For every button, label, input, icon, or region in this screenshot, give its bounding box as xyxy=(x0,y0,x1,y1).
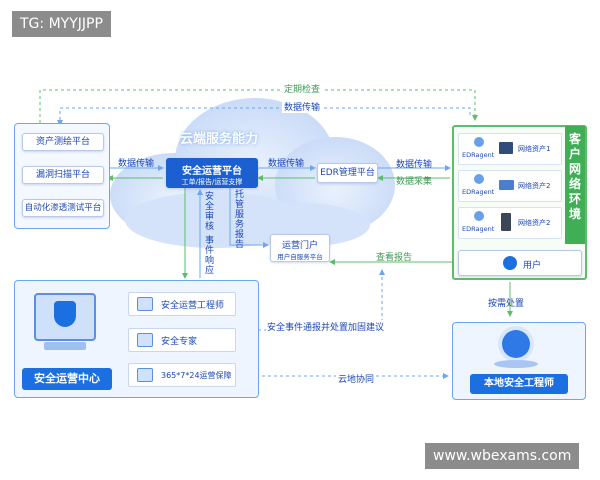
edge-event-response: 事件响应 xyxy=(205,236,215,276)
soc-title: 安全运营中心 xyxy=(22,368,112,390)
platform-title: 安全运营平台 xyxy=(182,166,242,177)
cloud-title: 云端服务能力 xyxy=(180,132,259,147)
cloud-shape xyxy=(110,98,395,248)
soc-base-icon xyxy=(44,342,86,350)
edge-on-demand: 按需处置 xyxy=(488,299,525,309)
edge-hosted-report: 托管服务报告 xyxy=(235,190,245,250)
user-icon xyxy=(503,256,517,270)
engineer-icon xyxy=(137,297,153,311)
agent-label: EDRagent xyxy=(462,151,495,159)
agent-row-2: EDRagent 网络资产2 xyxy=(458,170,562,202)
portal-subtitle: 用户自服务平台 xyxy=(277,253,323,261)
tool-vuln-scan: 漏洞扫描平台 xyxy=(22,166,104,184)
soc-service-1: 安全运营工程师 xyxy=(128,292,236,316)
operations-portal: 运营门户 用户自服务平台 xyxy=(270,234,330,262)
agent-row-3: EDRagent 网络资产2 xyxy=(458,207,562,239)
soc-service-3: 365*7*24运营保障 xyxy=(128,363,236,387)
engineer-avatar-icon xyxy=(502,330,530,358)
monitor-icon xyxy=(499,142,513,154)
service-label: 365*7*24运营保障 xyxy=(161,370,232,380)
service-label: 安全运营工程师 xyxy=(161,300,225,311)
service-label: 安全专家 xyxy=(161,336,198,347)
security-ops-platform: 安全运营平台 工单/报告/运营支撑 xyxy=(166,158,258,188)
portal-title: 运营门户 xyxy=(281,241,318,251)
label-periodic-check: 定期检查 xyxy=(282,82,323,95)
tool-auto-pentest: 自动化渗透测试平台 xyxy=(22,199,104,217)
local-engineer-title: 本地安全工程师 xyxy=(470,374,568,394)
agent-icon xyxy=(474,211,484,221)
watermark-bottom: www.wbexams.com xyxy=(425,443,580,469)
edge-view-report: 查看报告 xyxy=(376,253,413,263)
agent-icon xyxy=(474,174,484,184)
edge-security-review: 安全审核 xyxy=(205,192,215,232)
user-box: 用户 xyxy=(458,250,582,276)
soc-service-2: 安全专家 xyxy=(128,328,236,352)
user-label: 用户 xyxy=(523,261,542,271)
asset-label: 网络资产2 xyxy=(518,182,551,190)
expert-icon xyxy=(137,333,153,347)
shield-icon xyxy=(54,301,76,327)
server-icon xyxy=(501,213,511,231)
engineer-base-icon xyxy=(494,360,538,368)
soc-monitor-icon xyxy=(34,293,96,341)
label-data-transfer-top: 数据传输 xyxy=(282,100,323,113)
edge-edr-customer-transfer: 数据传输 xyxy=(396,160,433,170)
agent-label: EDRagent xyxy=(462,225,495,233)
agent-icon xyxy=(474,137,484,147)
asset-label: 网络资产1 xyxy=(518,145,551,153)
customer-network-title: 客户网络环境 xyxy=(565,126,585,244)
customer-title-text: 客户网络环境 xyxy=(568,132,581,221)
platform-subtitle: 工单/报告/运营支撑 xyxy=(181,178,243,186)
edge-platform-edr: 数据传输 xyxy=(268,159,305,169)
laptop-icon xyxy=(499,180,514,190)
agent-label: EDRagent xyxy=(462,188,495,196)
edge-tools-platform: 数据传输 xyxy=(118,159,155,169)
asset-label: 网络资产2 xyxy=(518,219,551,227)
edge-report-suggest: 安全事件通报并处置加固建议 xyxy=(266,320,386,333)
watermark-top: TG: MYYJJPP xyxy=(12,11,111,37)
edge-cloud-coop: 云地协同 xyxy=(336,372,377,385)
agent-row-1: EDRagent 网络资产1 xyxy=(458,133,562,165)
tool-asset-mapping: 资产测绘平台 xyxy=(22,133,104,151)
edge-edr-customer-collect: 数据采集 xyxy=(396,177,433,187)
clock-icon xyxy=(137,368,153,382)
edr-management-platform: EDR管理平台 xyxy=(317,163,378,183)
